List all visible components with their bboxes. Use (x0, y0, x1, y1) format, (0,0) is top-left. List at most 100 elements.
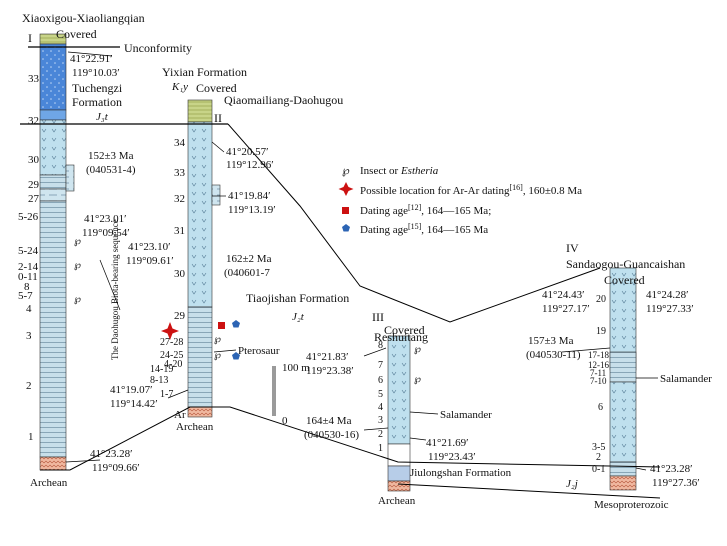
col1-label: 27 (28, 193, 40, 205)
section-ii-roman: II (214, 111, 222, 125)
coord-i-b-lat: 41°23.28′ (90, 448, 133, 460)
col1-label: 8 (24, 281, 30, 293)
col3-label: 4 (378, 402, 383, 413)
col4-label: 7-10 (590, 376, 607, 386)
col4-label: 17-18 (588, 350, 609, 360)
col4-label: 0-1 (592, 464, 605, 475)
legend-star: Possible location for Ar-Ar dating[16], … (360, 183, 582, 197)
age-162-sample: (040601-7 (224, 267, 270, 279)
age-157-sample: (040530-11) (526, 349, 581, 361)
col2-label: 33 (174, 167, 186, 179)
insect-icon: ℘ (342, 165, 350, 177)
tuchengzi-sym: J₃t (96, 111, 109, 123)
coord-ii-lat: 41°20.57′ (226, 146, 269, 158)
col4-label: 7-11 (590, 368, 606, 378)
archean-ii: Archean (176, 421, 214, 433)
col2-label: 1-7 (160, 389, 173, 400)
col3-label: 7 (378, 360, 383, 371)
col1-label: 5-24 (18, 245, 39, 257)
red-dating-marker (218, 322, 225, 329)
col4-label: 3-5 (592, 442, 605, 453)
column-i-labels: 33 32 30 29 27 5-26 5-24 2-14 0-11 8 5-7… (18, 73, 140, 489)
coord-ii-a-lat: 41°19.84′ (228, 190, 271, 202)
insect-icon: ℘ (74, 260, 81, 271)
insect-icon: ℘ (414, 374, 421, 385)
col2-label: 29 (174, 310, 186, 322)
legend-insect: Insect or Estheria (360, 165, 439, 177)
section-iv-covered: Covered (604, 273, 645, 287)
ar-ar-star-marker (161, 322, 179, 340)
coord-iii-a-lat: 41°21.83′ (306, 351, 349, 363)
column-iv-labels: IV Sandaogou-Guancaishan Covered 41°24.4… (526, 241, 712, 511)
col1-label: 33 (28, 73, 40, 85)
coord-ii-c-lat: 41°19.07′ (110, 384, 153, 396)
coord-i-lat: 41°22.91′ (70, 53, 113, 65)
col2-label: 24-25 (160, 350, 183, 361)
age-152-value: 152±3 Ma (88, 150, 134, 162)
col3-label: 3 (378, 415, 383, 426)
mesoproterozoic-label: Mesoproterozoic (594, 499, 669, 511)
col4-label: 19 (596, 326, 606, 337)
archean-iii: Archean (378, 495, 416, 507)
tuchengzi-2: Formation (72, 95, 122, 109)
col3-label: 6 (378, 375, 383, 386)
col3-label: 5 (378, 389, 383, 400)
insect-icon: ℘ (74, 236, 81, 247)
unconformity-label: Unconformity (124, 41, 192, 55)
column-iii (387, 335, 411, 492)
col3-label: 2 (378, 429, 383, 440)
coord-iv-a-lat: 41°24.43′ (542, 289, 585, 301)
scale-bar: 100 m 0 (272, 362, 310, 427)
yixian-sym: K₁y (171, 81, 188, 93)
coord-ii-c-lon: 119°14.42′ (110, 398, 158, 410)
col2-label: 27-28 (160, 337, 183, 348)
coord-iii-b-lat: 41°21.69′ (426, 437, 469, 449)
column-i (39, 33, 75, 471)
coord-ii-a-lon: 119°13.19′ (228, 204, 276, 216)
col2-label: 4-20 (164, 359, 182, 370)
column-ii (187, 99, 221, 418)
col4-label: 20 (596, 294, 606, 305)
coord-ii-lon: 119°12.96′ (226, 159, 274, 171)
legend: ℘ Insect or Estheria Possible location f… (338, 165, 582, 236)
coord-iv-c-lat: 41°23.28′ (650, 463, 693, 475)
tiaojishan-label: Tiaojishan Formation (246, 291, 349, 305)
scale-top: 100 m (282, 362, 310, 374)
coord-iv-b-lat: 41°24.28′ (646, 289, 689, 301)
col2-label: 31 (174, 225, 185, 237)
col3-label: 1 (378, 443, 383, 454)
blue-pentagon-icon (342, 224, 350, 232)
star-icon (338, 182, 354, 196)
col4-label: 6 (598, 402, 603, 413)
section-i-covered: Covered (56, 27, 97, 41)
coord-i-a-lat: 41°23.01′ (84, 213, 127, 225)
section-iii-covered: Covered (384, 323, 425, 337)
blue-dating-marker (232, 320, 240, 328)
age-152-sample: (040531-4) (86, 164, 136, 176)
col2-label: 32 (174, 193, 185, 205)
section-i-roman: I (28, 31, 32, 45)
age-164-sample: (040530-16) (304, 429, 359, 441)
jiulongshan-label: Jiulongshan Formation (410, 467, 512, 479)
blue-dating-marker (232, 352, 240, 360)
legend-blue: Dating age[15], 164—165 Ma (360, 222, 488, 236)
col1-label: 29 (28, 179, 40, 191)
column-ii-labels: 34 33 32 31 30 29 27-28 24-25 4-20 14-19… (110, 137, 280, 433)
col1-label: 4 (26, 303, 32, 315)
coord-iii-b-lon: 119°23.43′ (428, 451, 476, 463)
salamander-iii: Salamander (440, 409, 492, 421)
tiaojishan-sym: J₂t (292, 311, 305, 323)
section-i-name: Xiaoxigou-Xiaoliangqian (22, 11, 145, 25)
insect-icon: ℘ (414, 344, 421, 355)
yixian-label: Yixian Formation (162, 65, 247, 79)
col1-label: 5-26 (18, 211, 39, 223)
col4-label: 12-16 (588, 360, 609, 370)
scale-bottom: 0 (282, 415, 288, 427)
insect-icon: ℘ (74, 294, 81, 305)
section-iii-name: Reshuitang (374, 330, 428, 344)
insect-icon: ℘ (214, 334, 221, 345)
section-ii-header: Yixian Formation K₁y Covered Qiaomailian… (162, 65, 343, 171)
ar-label: Ar (174, 409, 186, 421)
col1-label: 0-11 (18, 271, 38, 283)
coord-iv-b-lon: 119°27.33′ (646, 303, 694, 315)
